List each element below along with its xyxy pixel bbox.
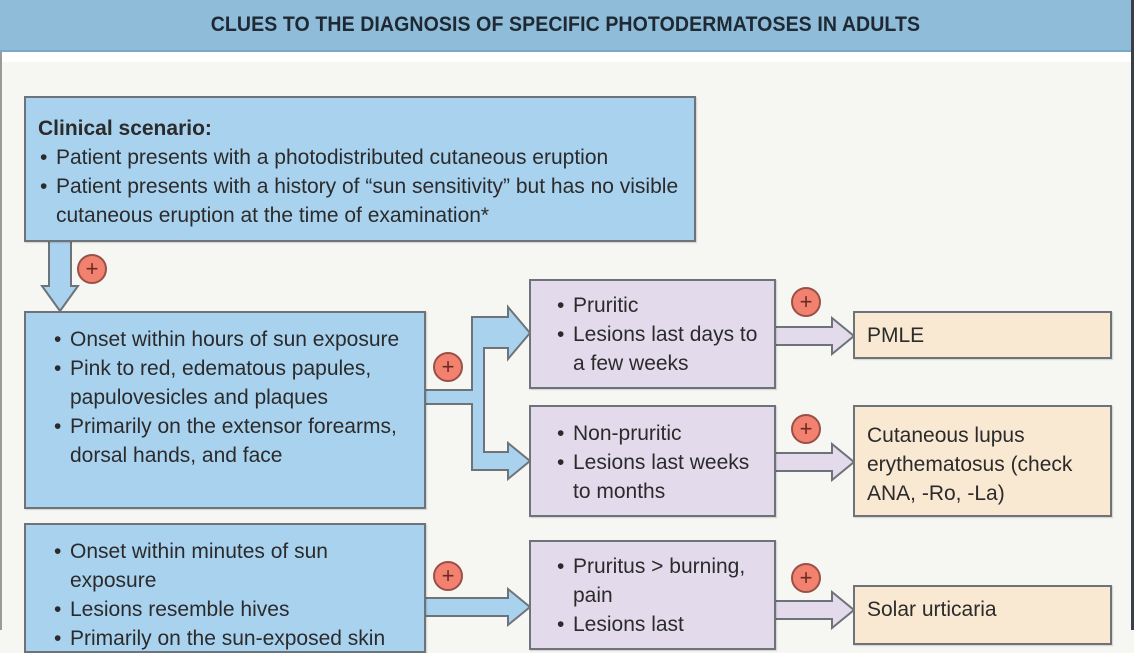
list-item: Patient presents with a history of “sun … (38, 172, 682, 230)
plus-badge-icon: + (791, 287, 821, 317)
branch-hours-box: Onset within hours of sun exposure Pink … (24, 311, 426, 509)
plus-badge-icon: + (77, 254, 107, 284)
list-item: Lesions last weeks to months (555, 448, 766, 506)
diagnosis-lupus-box: Cutaneous lupus erythematosus (check ANA… (853, 405, 1112, 517)
flow-connectors (40, 240, 856, 630)
plus-badge-icon: + (791, 563, 821, 593)
scenario-bullets: Patient presents with a photodistributed… (38, 143, 682, 230)
list-item: Pruritic (555, 291, 766, 320)
diagram-title: CLUES TO THE DIAGNOSIS OF SPECIFIC PHOTO… (210, 13, 921, 36)
diagnosis-pmle-box: PMLE (853, 311, 1112, 359)
arrow-right-icon (774, 441, 856, 483)
list-item: Pink to red, edematous papules, papulove… (52, 354, 416, 412)
diagnosis-solar-urticaria-box: Solar urticaria (853, 585, 1112, 645)
fork-arrow-icon (423, 304, 532, 482)
list-item: Patient presents with a photodistributed… (38, 143, 682, 172)
list-item: Pruritus > burning, pain (555, 552, 766, 610)
title-separator (2, 52, 1131, 62)
arrow-right-icon (774, 315, 856, 357)
list-item: Onset within minutes of sun exposure (52, 537, 416, 595)
arrow-right-icon (774, 589, 856, 630)
arrow-down-icon (40, 240, 80, 313)
plus-badge-icon: + (433, 561, 463, 591)
pruritus-box: Pruritus > burning, pain Lesions last (529, 540, 776, 650)
frame-border-left (0, 0, 2, 630)
title-bar: CLUES TO THE DIAGNOSIS OF SPECIFIC PHOTO… (0, 0, 1131, 52)
list-item: Lesions last (555, 610, 766, 639)
plus-badge-icon: + (791, 414, 821, 444)
list-item: Onset within hours of sun exposure (52, 325, 416, 354)
clinical-scenario-box: Clinical scenario: Patient presents with… (24, 96, 696, 242)
frame-border-right (1131, 0, 1134, 630)
diagnosis-label: Cutaneous lupus erythematosus (check ANA… (867, 424, 1073, 505)
list-item: Lesions resemble hives (52, 595, 416, 624)
branch-minutes-box: Onset within minutes of sun exposure Les… (24, 523, 426, 653)
list-item: Lesions last days to a few weeks (555, 320, 766, 378)
scenario-heading: Clinical scenario: (38, 117, 212, 140)
non-pruritic-box: Non-pruritic Lesions last weeks to month… (529, 405, 776, 517)
list-item: Primarily on the sun-exposed skin (52, 624, 416, 653)
plus-badge-icon: + (433, 352, 463, 382)
list-item: Non-pruritic (555, 419, 766, 448)
diagnosis-label: Solar urticaria (867, 598, 997, 621)
diagnosis-label: PMLE (867, 324, 925, 347)
pruritic-box: Pruritic Lesions last days to a few week… (529, 279, 776, 389)
arrow-right-icon (424, 586, 532, 628)
list-item: Primarily on the extensor forearms, dors… (52, 412, 416, 470)
